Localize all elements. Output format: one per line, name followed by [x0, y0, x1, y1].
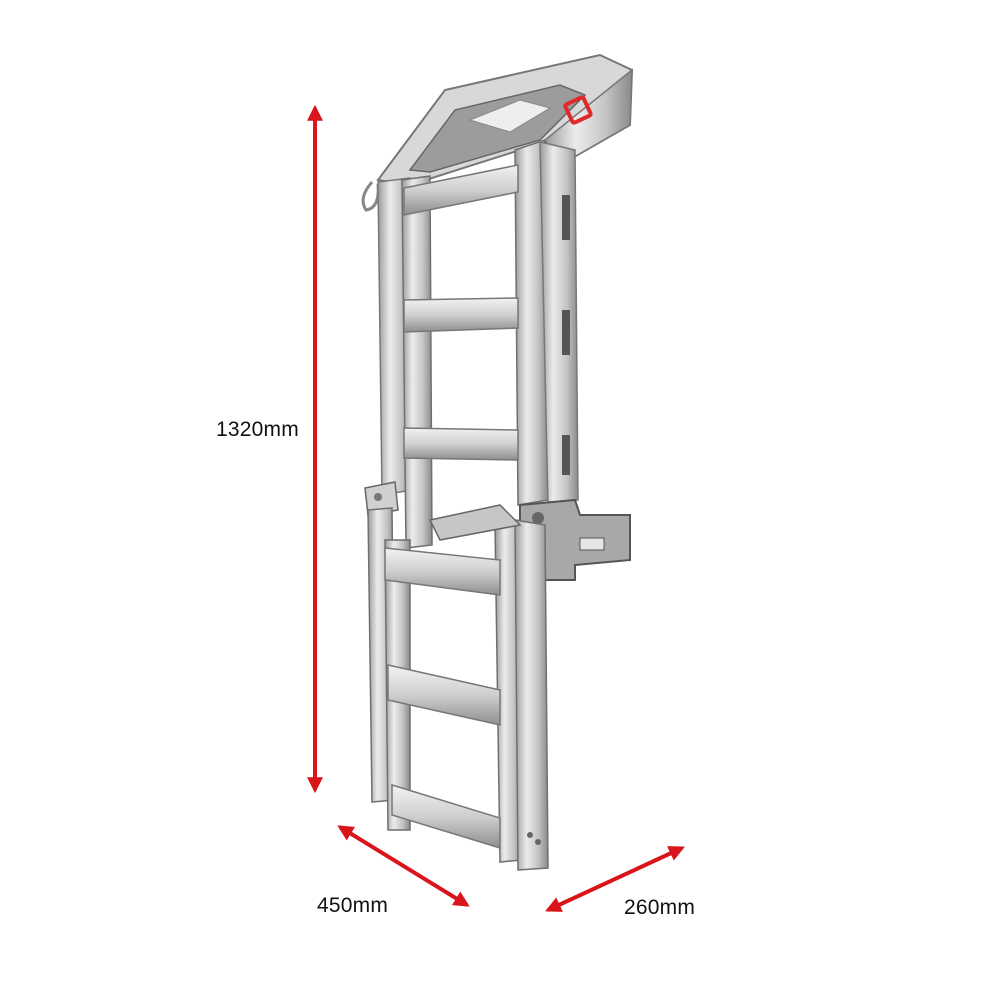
width-dimension-label: 450mm	[317, 894, 389, 917]
depth-dimension-label: 260mm	[624, 896, 696, 919]
height-dimension-label: 1320mm	[216, 418, 299, 441]
depth-dimension-arrow	[545, 846, 685, 912]
upper-ladder	[377, 138, 579, 549]
mounting-bracket	[364, 481, 631, 581]
lower-ladder	[367, 504, 549, 871]
latch-icon	[563, 95, 593, 125]
width-dimension-arrow	[337, 825, 470, 907]
